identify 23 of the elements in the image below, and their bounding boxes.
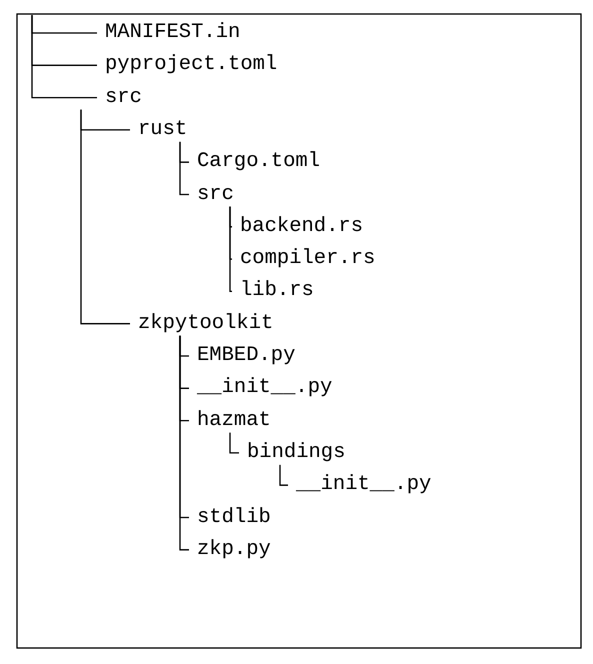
file-name: __init__.py <box>197 376 332 400</box>
tree-connector <box>279 464 288 486</box>
tree-connector <box>229 206 232 292</box>
file-name: backend.rs <box>240 214 364 239</box>
file-name: stdlib <box>197 506 271 530</box>
file-name: __init__.py <box>296 473 432 498</box>
file-name: pyproject.toml <box>105 53 278 78</box>
file-name: zkp.py <box>197 538 271 562</box>
tree-connector <box>31 15 97 98</box>
file-name: MANIFEST.in <box>105 21 240 45</box>
file-name: lib.rs <box>240 279 314 304</box>
tree-connector <box>179 142 189 196</box>
file-name: zkpytoolkit <box>138 312 274 336</box>
file-name: src <box>197 182 234 206</box>
file-name: rust <box>138 118 188 142</box>
tree-connector <box>229 432 239 454</box>
file-name: compiler.rs <box>240 247 376 272</box>
tree-connector <box>80 110 130 324</box>
file-name: Cargo.toml <box>197 150 320 174</box>
file-name: bindings <box>247 440 346 465</box>
file-name: src <box>105 86 142 110</box>
file-name: hazmat <box>197 408 271 433</box>
file-name: EMBED.py <box>197 344 296 368</box>
